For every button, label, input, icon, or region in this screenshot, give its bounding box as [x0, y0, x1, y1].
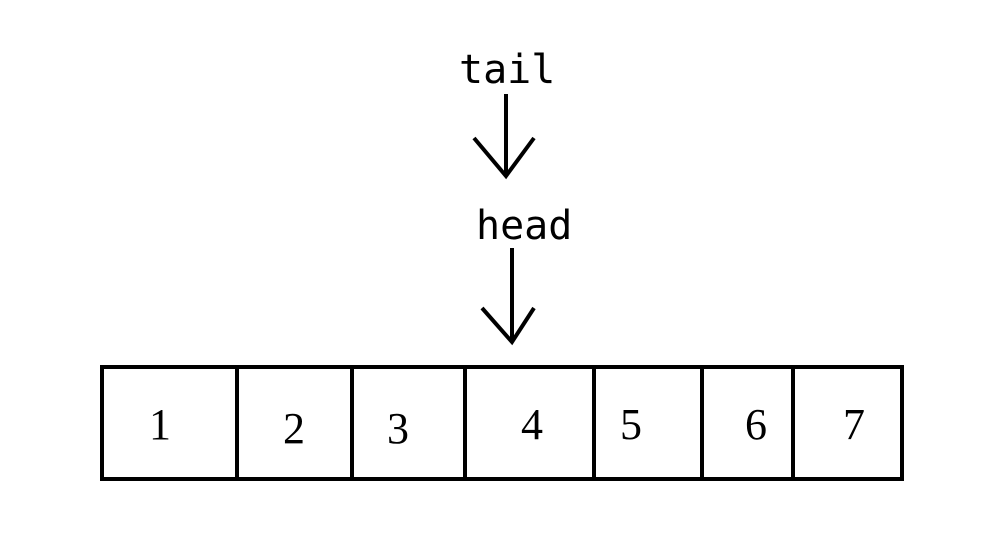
array-cell-5: 5: [620, 400, 642, 449]
tail-arrow-icon: [472, 94, 536, 180]
array-cell-3: 3: [387, 404, 409, 453]
array-box: 1 2 3 4 5 6 7: [100, 365, 904, 481]
cell-divider: [463, 369, 467, 477]
array-cell-7: 7: [843, 400, 865, 449]
array-cell-2: 2: [283, 404, 305, 453]
array-cell-6: 6: [745, 400, 767, 449]
cell-divider: [592, 369, 596, 477]
array-cell-1: 1: [149, 400, 171, 449]
cell-divider: [235, 369, 239, 477]
array-cell-4: 4: [521, 400, 543, 449]
cell-divider: [791, 369, 795, 477]
cell-divider: [700, 369, 704, 477]
head-arrow-icon: [480, 248, 536, 346]
cell-divider: [350, 369, 354, 477]
head-label: head: [476, 203, 573, 249]
tail-label: tail: [459, 47, 556, 93]
